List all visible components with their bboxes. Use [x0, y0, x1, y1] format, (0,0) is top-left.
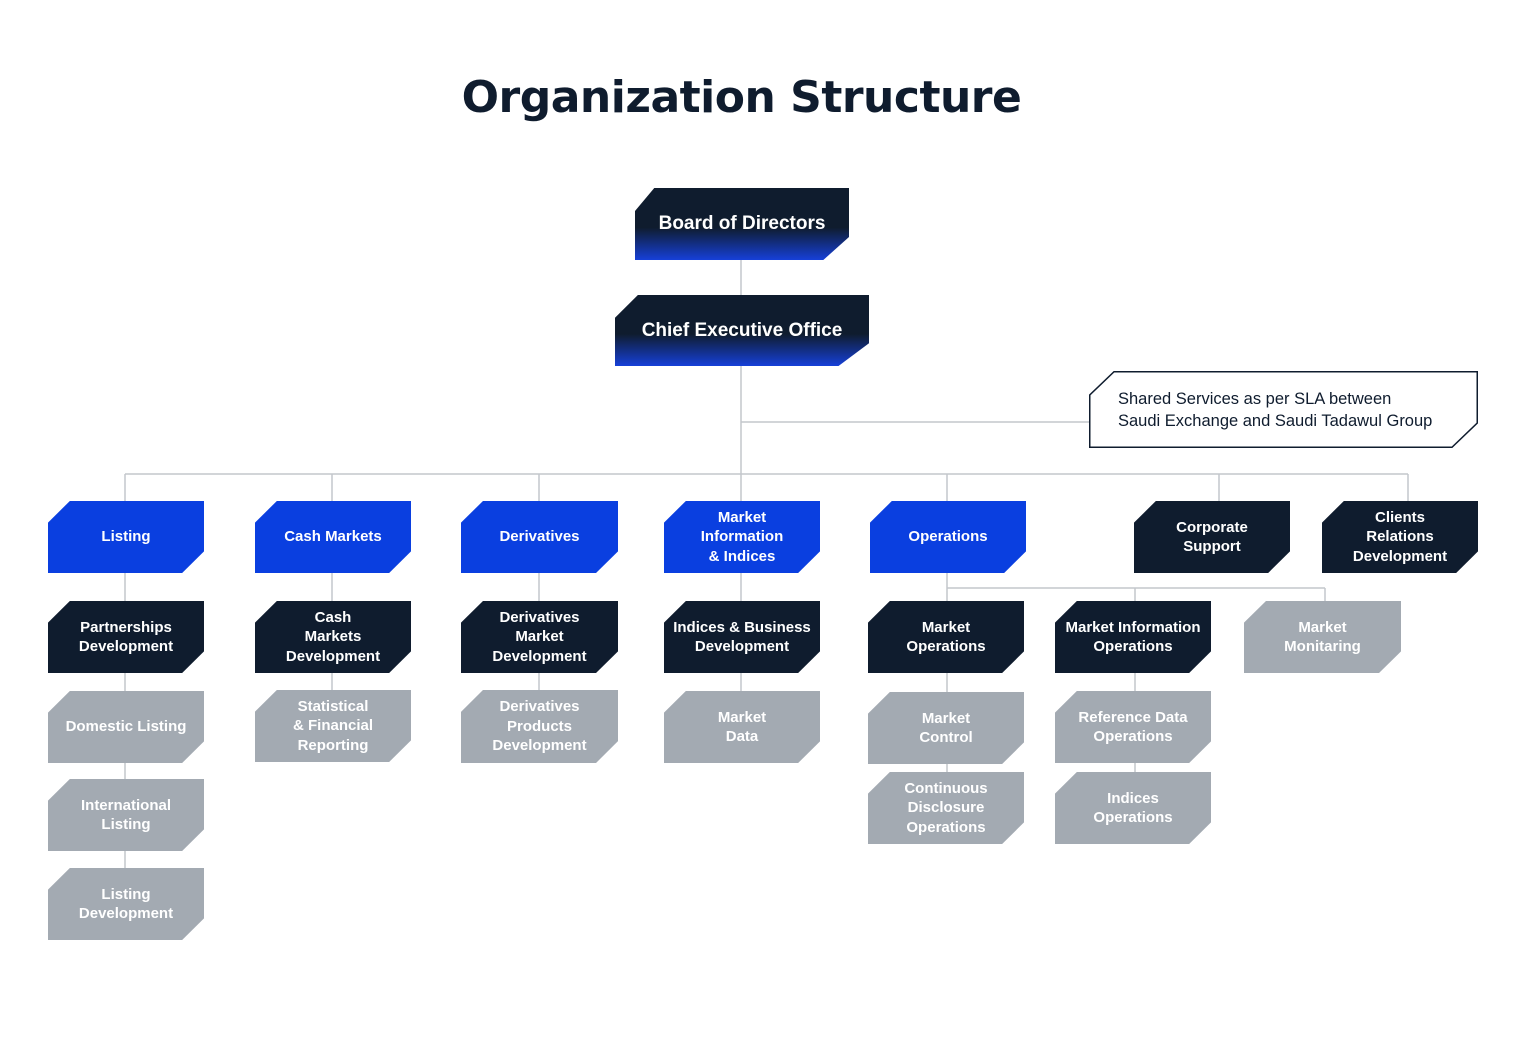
- dept-derivatives: Derivatives: [461, 501, 618, 573]
- unit-indices-operations: Indices Operations: [1055, 772, 1211, 844]
- unit-market-control: Market Control: [868, 692, 1024, 764]
- dept-cash-markets: Cash Markets: [255, 501, 411, 573]
- chief-executive-office-box: Chief Executive Office: [615, 295, 869, 366]
- dept-clients-relations-development: Clients Relations Development: [1322, 501, 1478, 573]
- unit-market-monitaring: Market Monitaring: [1244, 601, 1401, 673]
- board-of-directors-box: Board of Directors: [635, 188, 849, 260]
- dept-corporate-support: Corporate Support: [1134, 501, 1290, 573]
- unit-market-data: Market Data: [664, 691, 820, 763]
- unit-domestic-listing: Domestic Listing: [48, 691, 204, 763]
- unit-reference-data-operations: Reference Data Operations: [1055, 691, 1211, 763]
- unit-partnerships-development: Partnerships Development: [48, 601, 204, 673]
- unit-international-listing: International Listing: [48, 779, 204, 851]
- dept-market-information-indices: Market Information & Indices: [664, 501, 820, 573]
- unit-derivatives-products-development: Derivatives Products Development: [461, 690, 618, 763]
- unit-listing-development: Listing Development: [48, 868, 204, 940]
- unit-statistical-financial-reporting: Statistical & Financial Reporting: [255, 690, 411, 762]
- unit-indices-business-development: Indices & Business Development: [664, 601, 820, 673]
- unit-continuous-disclosure-operations: Continuous Disclosure Operations: [868, 772, 1024, 844]
- shared-services-frame: [1089, 371, 1478, 448]
- shared-services-callout: Shared Services as per SLA between Saudi…: [1089, 371, 1478, 448]
- unit-cash-markets-development: Cash Markets Development: [255, 601, 411, 673]
- unit-market-operations: Market Operations: [868, 601, 1024, 673]
- dept-listing: Listing: [48, 501, 204, 573]
- dept-operations: Operations: [870, 501, 1026, 573]
- page-title: Organization Structure: [461, 72, 1022, 123]
- shared-services-text: Shared Services as per SLA between Saudi…: [1118, 390, 1433, 430]
- unit-derivatives-market-development: Derivatives Market Development: [461, 601, 618, 673]
- unit-market-information-operations: Market Information Operations: [1055, 601, 1211, 673]
